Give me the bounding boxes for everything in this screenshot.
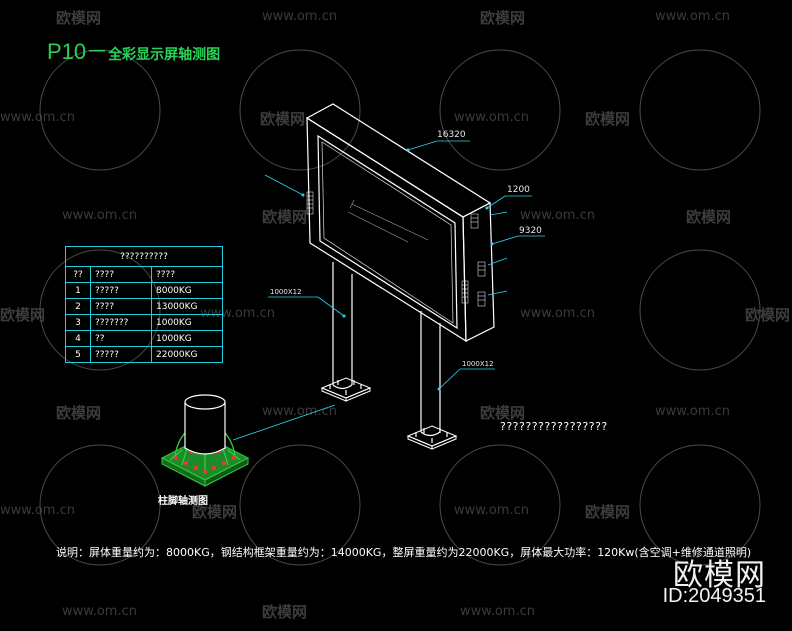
table-cell: ?? <box>90 330 152 347</box>
dim-top: 16320 <box>437 130 466 140</box>
table-cell: 3 <box>65 314 91 331</box>
title-sub: 全彩显示屏轴测图 <box>108 46 221 62</box>
question-note: ????????????????? <box>500 420 608 433</box>
table-cell: 5 <box>65 346 91 363</box>
screen-text-scribble <box>347 199 429 243</box>
watermark-site: www.om.cn <box>62 208 137 223</box>
dim-col1: 1000X12 <box>270 288 302 296</box>
watermark-site: www.om.cn <box>62 604 137 619</box>
watermark-brand: 欧模网 <box>192 503 238 521</box>
description-note: 说明：屏体重量约为：8000KG，钢结构框架重量约为：14000KG，整屏重量约… <box>56 546 752 559</box>
watermark-circles <box>39 49 761 566</box>
table-column-header: ???? <box>90 266 152 283</box>
dim-col2: 1000X12 <box>462 360 494 368</box>
table-cell: 1000KG <box>151 330 223 347</box>
table-header: ?????????? <box>65 246 223 267</box>
watermark-brand: 欧模网 <box>480 404 526 422</box>
watermark-site: www.om.cn <box>454 110 529 125</box>
dimension-leaders <box>232 140 545 441</box>
watermark-brand: 欧模网 <box>686 208 732 226</box>
watermark-brand: 欧模网 <box>585 503 631 521</box>
watermark-site: www.om.cn <box>655 404 730 419</box>
table-column-header: ?? <box>65 266 91 283</box>
title-main: P10－ <box>47 39 109 64</box>
table-cell: 8000KG <box>151 282 223 299</box>
screen-vents <box>306 191 486 307</box>
table-cell: 4 <box>65 330 91 347</box>
table-cell: 1000KG <box>151 314 223 331</box>
table-row: 5 ????? 22000KG <box>65 346 223 363</box>
table-cell: ????? <box>90 346 152 363</box>
table-cell: 1 <box>65 282 91 299</box>
watermark-brand: 欧模网 <box>0 306 46 324</box>
watermark-brand: 欧模网 <box>262 603 308 621</box>
table-cell: 2 <box>65 298 91 315</box>
watermark-id: ID:2049351 <box>662 585 766 607</box>
watermark-site: www.om.cn <box>262 404 337 419</box>
watermark-site: www.om.cn <box>0 110 75 125</box>
watermark-site: www.om.cn <box>262 9 337 24</box>
anchor-bolts <box>329 380 448 443</box>
watermark-brand: 欧模网 <box>262 208 308 226</box>
table-row: 3 ??????? 1000KG <box>65 314 223 331</box>
drawing-title: P10－全彩显示屏轴测图 <box>47 34 220 66</box>
watermark-brand: 欧模网 <box>56 9 102 27</box>
table-cell: ??????? <box>90 314 152 331</box>
watermark-site: www.om.cn <box>520 208 595 223</box>
dim-height: 9320 <box>519 226 542 236</box>
table-cell: ???? <box>90 298 152 315</box>
watermark-site: www.om.cn <box>655 9 730 24</box>
weight-table: ?????????? ?? ???? ???? 1 ????? 8000KG 2… <box>65 246 223 363</box>
table-header-row: ?????????? <box>65 246 223 267</box>
watermark-site: www.om.cn <box>0 503 75 518</box>
table-cell: 13000KG <box>151 298 223 315</box>
watermark-brand: 欧模网 <box>745 306 791 324</box>
watermark-brand: 欧模网 <box>260 110 306 128</box>
watermark-site: www.om.cn <box>454 503 529 518</box>
watermark-site: www.om.cn <box>460 604 535 619</box>
table-column-row: ?? ???? ???? <box>65 266 223 283</box>
support-columns <box>332 262 441 437</box>
table-cell: ????? <box>90 282 152 299</box>
table-cell: 22000KG <box>151 346 223 363</box>
screen-frame <box>305 103 495 343</box>
watermark-logo: 欧模网 <box>673 559 766 592</box>
table-row: 4 ?? 1000KG <box>65 330 223 347</box>
dim-thick: 1200 <box>507 185 530 195</box>
leader-arrows <box>301 148 494 391</box>
table-column-header: ???? <box>151 266 223 283</box>
column-base-detail <box>160 394 250 487</box>
watermark-brand: 欧模网 <box>480 9 526 27</box>
watermark-brand: 欧模网 <box>585 110 631 128</box>
watermark-brand: 欧模网 <box>56 404 102 422</box>
watermark-site: www.om.cn <box>520 306 595 321</box>
table-row: 1 ????? 8000KG <box>65 282 223 299</box>
base-detail-label: 柱脚轴测图 <box>158 496 208 507</box>
table-row: 2 ???? 13000KG <box>65 298 223 315</box>
